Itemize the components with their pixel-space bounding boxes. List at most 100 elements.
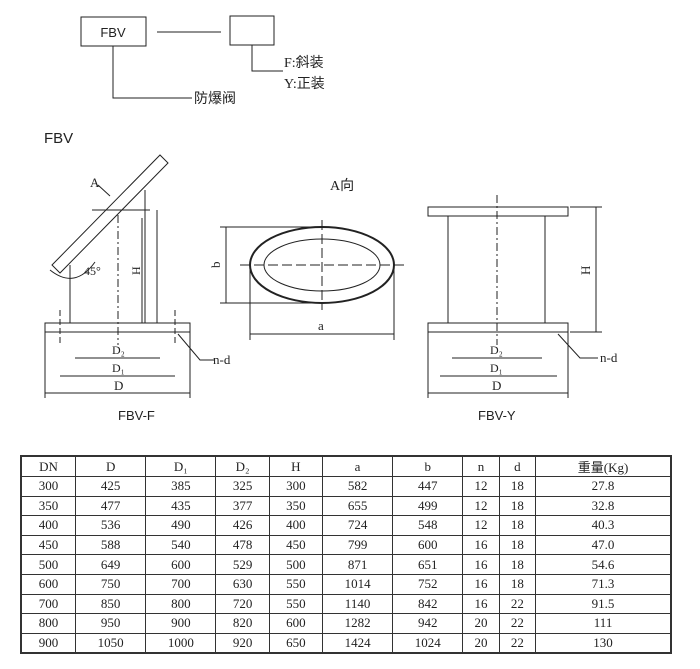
table-cell: 950 [75, 613, 147, 634]
table-cell: 900 [145, 613, 217, 634]
table-cell: 600 [268, 613, 323, 634]
column-header: D₂ [215, 455, 270, 477]
table-cell: 799 [321, 534, 394, 556]
column-header: n [462, 455, 500, 477]
code-meaning: 防爆阀 [194, 91, 236, 107]
column-header: d [498, 455, 537, 477]
column-header: D [75, 455, 147, 477]
fbv-y-drawing: H D₂ D₁ D n-d FBV-Y [427, 195, 618, 423]
table-cell: 582 [321, 476, 394, 497]
table-cell: 325 [215, 476, 270, 497]
d-label: D [114, 378, 123, 393]
table-cell: 1282 [321, 613, 394, 634]
table-cell: 111 [535, 613, 672, 634]
fbv-f-caption: FBV-F [118, 408, 155, 423]
table-cell: 22 [498, 613, 537, 634]
table-cell: 1000 [145, 632, 217, 654]
table-cell: 871 [321, 554, 394, 575]
table-cell: 942 [392, 613, 464, 634]
table-cell: 450 [20, 534, 77, 556]
table-cell: 1140 [321, 593, 394, 615]
section-title: FBV [44, 130, 73, 147]
table-cell: 447 [392, 476, 464, 497]
code-box-label: FBV [100, 25, 126, 40]
table-cell: 548 [392, 515, 464, 536]
table-cell: 435 [145, 495, 217, 517]
h-label: H [129, 266, 143, 275]
table-cell: 540 [145, 534, 217, 556]
column-header: b [392, 455, 464, 477]
table-cell: 22 [498, 593, 537, 615]
fbv-f-drawing: 45° A H D₂ D₁ D n-d FBV-F [44, 154, 231, 423]
table-cell: 600 [392, 534, 464, 556]
table-cell: 16 [462, 534, 500, 556]
table-cell: 490 [145, 515, 217, 536]
column-header: a [321, 455, 394, 477]
table-cell: 500 [268, 554, 323, 575]
option-y: Y:正装 [284, 76, 325, 92]
table-cell: 16 [462, 593, 500, 615]
table-cell: 1050 [75, 632, 147, 654]
table-cell: 40.3 [535, 515, 672, 536]
table-cell: 500 [20, 554, 77, 575]
d2-label: D₂ [112, 343, 125, 357]
d2-label-y: D₂ [490, 343, 503, 357]
table-cell: 920 [215, 632, 270, 654]
table-cell: 47.0 [535, 534, 672, 556]
table-cell: 752 [392, 573, 464, 595]
column-header: D₁ [145, 455, 217, 477]
table-cell: 400 [268, 515, 323, 536]
table-cell: 350 [20, 495, 77, 517]
view-arrow-label: A [90, 175, 100, 190]
table-cell: 71.3 [535, 573, 672, 595]
table-cell: 600 [20, 573, 77, 595]
table-cell: 720 [215, 593, 270, 615]
table-cell: 550 [268, 593, 323, 615]
table-cell: 600 [145, 554, 217, 575]
table-cell: 300 [268, 476, 323, 497]
fbv-y-caption: FBV-Y [478, 408, 516, 423]
table-cell: 550 [268, 573, 323, 595]
table-cell: 32.8 [535, 495, 672, 517]
table-cell: 130 [535, 632, 672, 654]
table-cell: 20 [462, 632, 500, 654]
a-view-caption: A向 [330, 178, 354, 194]
table-cell: 700 [20, 593, 77, 615]
table-cell: 820 [215, 613, 270, 634]
table-cell: 750 [75, 573, 147, 595]
nd-label-y: n-d [600, 350, 618, 365]
table-cell: 12 [462, 515, 500, 536]
table-cell: 400 [20, 515, 77, 536]
table-cell: 450 [268, 534, 323, 556]
table-cell: 649 [75, 554, 147, 575]
table-cell: 377 [215, 495, 270, 517]
table-cell: 16 [462, 554, 500, 575]
table-cell: 12 [462, 495, 500, 517]
table-cell: 655 [321, 495, 394, 517]
table-cell: 18 [498, 534, 537, 556]
table-cell: 477 [75, 495, 147, 517]
table-cell: 630 [215, 573, 270, 595]
table-cell: 18 [498, 573, 537, 595]
table-cell: 536 [75, 515, 147, 536]
table-cell: 350 [268, 495, 323, 517]
column-header: 重量(Kg) [535, 455, 672, 477]
table-cell: 588 [75, 534, 147, 556]
table-cell: 850 [75, 593, 147, 615]
a-label: a [318, 318, 324, 333]
table-cell: 18 [498, 476, 537, 497]
table-cell: 478 [215, 534, 270, 556]
b-label: b [208, 262, 223, 269]
table-cell: 22 [498, 632, 537, 654]
d1-label: D₁ [112, 361, 125, 375]
table-cell: 27.8 [535, 476, 672, 497]
